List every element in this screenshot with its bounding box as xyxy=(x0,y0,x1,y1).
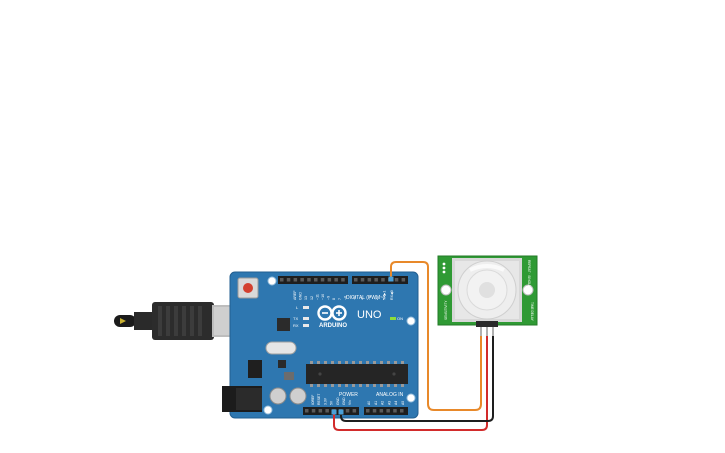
led-l-label: L xyxy=(296,305,299,310)
on-label: ON xyxy=(397,316,403,321)
header-pin[interactable] xyxy=(393,409,397,413)
header-pin[interactable] xyxy=(286,278,291,282)
repeat-single-label: REPEAT · SINGLE xyxy=(527,260,531,287)
header-pin[interactable] xyxy=(293,278,298,282)
digital-pin-label: TX▶1 xyxy=(383,291,387,300)
analog-label: ANALOG IN xyxy=(376,392,404,398)
sensitivity-potentiometer[interactable] xyxy=(440,284,452,296)
ground-wire[interactable] xyxy=(340,336,494,422)
time-delay-label: TIME DELAY xyxy=(530,302,534,322)
header-pin[interactable] xyxy=(386,409,390,413)
header-pin[interactable] xyxy=(366,409,370,413)
header-pin[interactable] xyxy=(374,278,378,282)
brand-label: ARDUINO xyxy=(319,323,347,329)
power-label: POWER xyxy=(339,392,358,398)
usb-interface-chip xyxy=(277,318,290,331)
digital-pin-label: RX◀0 xyxy=(390,290,394,300)
power-header[interactable] xyxy=(303,407,359,415)
header-pin[interactable] xyxy=(400,409,404,413)
analog-pin-label: A3 xyxy=(387,401,391,405)
digital-pin-label: GND xyxy=(299,292,303,300)
digital-pin-label: 8 xyxy=(332,298,336,300)
digital-pin-label: ~11 xyxy=(315,294,319,300)
header-pin[interactable] xyxy=(327,278,332,282)
header-pin[interactable] xyxy=(280,278,284,282)
digital-pin-label: 2 xyxy=(375,298,379,300)
reset-button[interactable] xyxy=(237,277,259,299)
digital-pin-label: ~10 xyxy=(321,294,325,300)
header-pin[interactable] xyxy=(401,278,406,282)
analog-pin-label: A0 xyxy=(367,401,371,405)
arduino-logo-icon xyxy=(317,305,347,321)
header-pin[interactable] xyxy=(311,409,316,413)
led-tx-label: TX xyxy=(293,316,298,321)
sensitivity-label: SENSITIVITY xyxy=(444,300,448,320)
power-pin-label: Vin xyxy=(348,400,352,405)
time-delay-potentiometer[interactable] xyxy=(522,284,534,296)
header-pin[interactable] xyxy=(345,409,350,413)
atmega328-chip xyxy=(306,361,408,387)
header-pin[interactable] xyxy=(307,278,311,282)
on-led xyxy=(390,317,396,320)
header-pin[interactable] xyxy=(394,278,399,282)
digital-pin-label: 13 xyxy=(304,296,308,300)
header-pin[interactable] xyxy=(334,278,338,282)
digital-label: DIGITAL (PWM~) xyxy=(346,295,385,301)
header-pin[interactable] xyxy=(320,278,325,282)
digital-pin-label: ~9 xyxy=(327,296,331,300)
header-pin[interactable] xyxy=(379,409,384,413)
analog-pin-label: A1 xyxy=(374,401,378,405)
power-pin-label: GND xyxy=(336,397,340,405)
header-pin[interactable] xyxy=(367,278,372,282)
analog-pin-label: A4 xyxy=(394,401,398,405)
power-pin-label: GND xyxy=(342,397,346,405)
pir-sensor[interactable]: SENSITIVITY TIME DELAY REPEAT · SINGLE xyxy=(437,255,538,336)
digital-pin-label: 4 xyxy=(360,298,364,300)
signal-wire[interactable] xyxy=(390,261,482,411)
analog-header[interactable] xyxy=(364,407,408,415)
header-pin[interactable] xyxy=(381,278,385,282)
analog-pin-label: A2 xyxy=(381,401,385,405)
header-pin[interactable] xyxy=(354,278,358,282)
header-pin[interactable] xyxy=(352,409,357,413)
power-wire[interactable] xyxy=(333,336,488,431)
led-rx-label: RX xyxy=(293,323,299,328)
header-pin[interactable] xyxy=(314,278,318,282)
header-pin[interactable] xyxy=(300,278,304,282)
power-pin-label: IOREF xyxy=(311,395,315,405)
header-pin[interactable] xyxy=(325,409,329,413)
power-pin-label: 5V xyxy=(330,400,334,405)
model-label: UNO xyxy=(357,309,382,321)
digital-pin-label: AREF xyxy=(293,290,297,300)
digital-pin-label: 7 xyxy=(338,298,342,300)
header-pin[interactable] xyxy=(360,278,365,282)
header-pin[interactable] xyxy=(372,409,377,413)
digital-pin-label: ~6 xyxy=(343,296,347,300)
power-pin-label: RESET xyxy=(317,394,321,405)
header-pin[interactable] xyxy=(305,409,309,413)
capacitor xyxy=(269,387,287,405)
power-pin-label: 3.3V xyxy=(323,397,327,405)
arduino-uno-board[interactable]: L TX RX ARDUINO UNO ON DIGITAL (PWM~) xyxy=(222,271,419,419)
header-pin[interactable] xyxy=(318,409,323,413)
analog-pin-label: A5 xyxy=(401,401,405,405)
capacitor xyxy=(289,387,307,405)
digital-pin-label: 12 xyxy=(310,296,314,300)
dc-power-jack xyxy=(222,386,262,412)
sensor-pin-header[interactable] xyxy=(476,321,498,327)
digital-pin-label: ~5 xyxy=(353,296,357,300)
digital-pin-label: ~3 xyxy=(368,296,372,300)
header-pin[interactable] xyxy=(341,278,345,282)
